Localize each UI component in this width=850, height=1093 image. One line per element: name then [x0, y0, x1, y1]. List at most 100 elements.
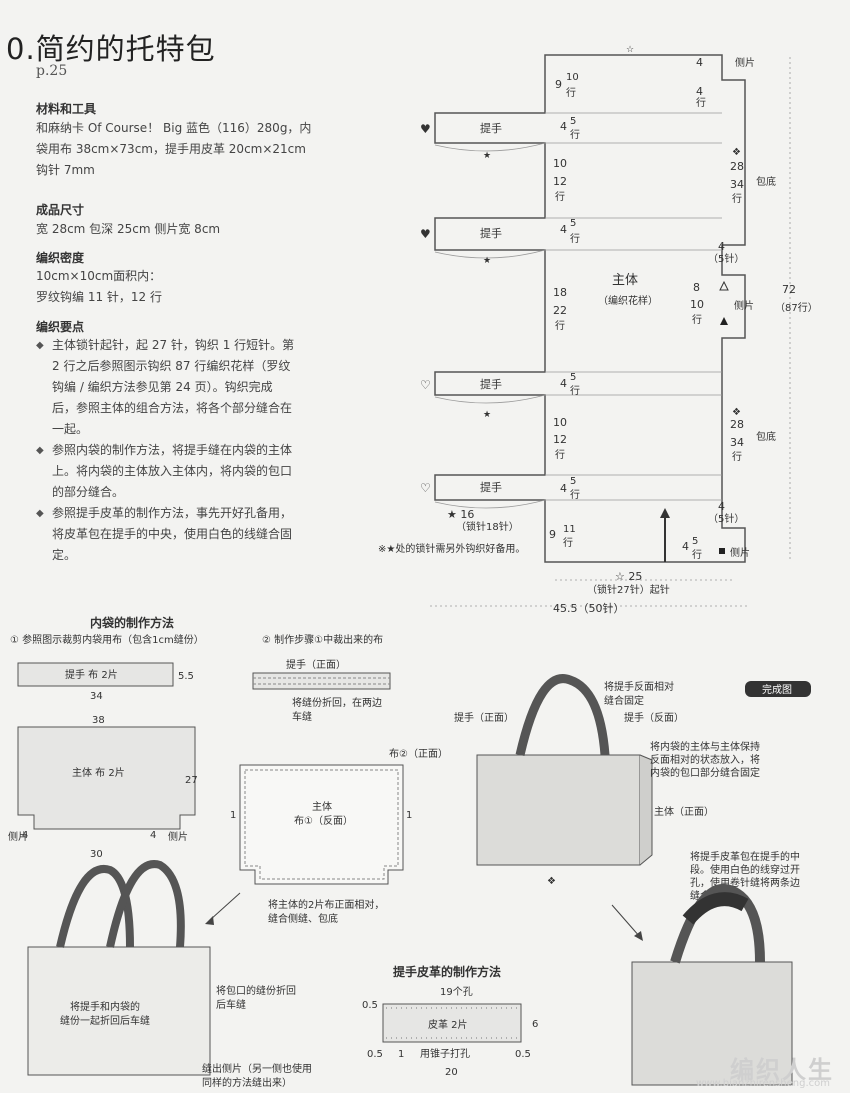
count: 4 [682, 540, 689, 553]
handle-label: 提手 [480, 480, 502, 494]
dim-30: 30 [90, 849, 103, 860]
note-item: 主体锁针起针，起 27 针，钩织 1 行短针。第 2 行之后参照图示钩织 87 … [36, 335, 296, 440]
count: 5 [570, 116, 576, 127]
count: 4 [560, 377, 567, 390]
finished-bag [476, 754, 641, 866]
notes-list: 主体锁针起针，起 27 针，钩织 1 行短针。第 2 行之后参照图示钩织 87 … [36, 335, 296, 566]
handle-piece [17, 662, 174, 687]
finished-bag-final [631, 961, 793, 1086]
notes-heading: 编织要点 [36, 320, 85, 334]
finished-diagram: 完成图 将提手反面相对 缝合固定 提手（正面） 提手（反面） 将内袋的主体与主体… [454, 674, 811, 1086]
materials-text: 和麻纳卡 Of Course！ Big 蓝色（116）280g，内 袋用布 38… [36, 118, 311, 181]
marker-icon: ❖ [732, 407, 741, 418]
count: 4 [696, 56, 703, 69]
holes-label: 19个孔 [440, 986, 473, 998]
count: 5 [570, 218, 576, 229]
count: 5 [570, 476, 576, 487]
leather-note: 孔，使用卷针缝将两条边 [690, 876, 800, 889]
stitch-25: ☆ 25 [615, 570, 642, 583]
dim-34: 34 [90, 691, 103, 702]
count: 4 [560, 482, 567, 495]
star-icon: ★ [483, 151, 491, 161]
dim-1: 1 [398, 1049, 404, 1060]
side-label: 侧片 [730, 546, 750, 559]
note: ※★处的锁针需另外钩织好备用。 [378, 542, 525, 555]
handle-label: 提手 [480, 226, 502, 240]
materials-line: 和麻纳卡 Of Course！ Big 蓝色（116）280g，内 [36, 121, 312, 135]
side-label: 侧片 [168, 830, 188, 843]
row-unit: 行 [732, 192, 742, 205]
triangle-marker [720, 317, 728, 325]
dim-05: 0.5 [367, 1049, 383, 1060]
heart-outline-icon: ♡ [420, 481, 431, 495]
main-cloth-label: 主体 [312, 801, 332, 813]
stitch-count: （5针） [708, 252, 744, 265]
row-unit: 行 [692, 548, 702, 561]
punch-label: 用锥子打孔 [420, 1047, 470, 1060]
mouth-fold-note: 将包口的缝份折回 [216, 984, 296, 997]
count: 10 [553, 157, 567, 170]
page-title: 0.简约的托特包 [6, 32, 216, 66]
handle-sew-note: 将提手和内袋的 [70, 1000, 140, 1013]
mouth-fold-note: 后车缝 [216, 998, 246, 1011]
side-label: 侧片 [734, 299, 754, 312]
handle-front-label: 提手（正面） [454, 711, 514, 724]
triangle-outline-marker [719, 280, 729, 291]
row-unit: 行 [570, 488, 580, 501]
heart-icon: ♥ [420, 227, 431, 241]
count: 28 [730, 160, 744, 173]
row-unit: 行 [555, 190, 565, 203]
count: 4 [718, 500, 725, 513]
row-unit: 行 [555, 448, 565, 461]
lining-step2: ② 制作步骤①中裁出来的布 [262, 633, 383, 646]
leather-piece-label: 皮革 2片 [428, 1018, 468, 1031]
handle-front-label: 提手（正面） [286, 658, 346, 671]
bottom-label: 包底 [756, 430, 776, 443]
count: 28 [730, 418, 744, 431]
dim-1: 1 [406, 810, 412, 821]
materials-heading: 材料和工具 [36, 102, 97, 116]
finished-badge: 完成图 [762, 683, 792, 696]
materials-line: 袋用布 38cm×73cm，提手用皮革 20cm×21cm [36, 142, 306, 156]
cloth-piece [239, 764, 404, 885]
handle-back-label: 提手（反面） [624, 711, 684, 724]
count: 10 [690, 298, 704, 311]
leather-heading: 提手皮革的制作方法 [393, 964, 501, 979]
dim-6: 6 [532, 1019, 538, 1030]
dim-4: 4 [150, 830, 156, 841]
handle-piece-label: 提手 布 2片 [65, 668, 118, 681]
count: 22 [553, 304, 567, 317]
gauge-line: 10cm×10cm面积内： [36, 269, 162, 283]
star-icon: ★ [483, 256, 491, 266]
handle-strip [252, 672, 391, 690]
total-rows: （87行） [775, 301, 818, 314]
count: 8 [693, 281, 700, 294]
count: 12 [553, 433, 567, 446]
cloth-back-label: 布①（反面） [294, 815, 353, 827]
row-unit: 行 [732, 450, 742, 463]
marker-icon: ❖ [547, 876, 556, 887]
pattern-label: （编织花样） [598, 294, 658, 307]
gauge-line: 罗纹钩编 11 针，12 行 [36, 290, 162, 304]
leather-piece [382, 1003, 522, 1043]
total-count: 72 [782, 283, 796, 296]
gauge-text: 10cm×10cm面积内： 罗纹钩编 11 针，12 行 [36, 266, 162, 308]
chain-27: （锁针27针）起针 [587, 583, 670, 596]
count: 4 [718, 240, 725, 253]
note-item: 参照内袋的制作方法，将提手缝在内袋的主体上。将内袋的主体放入主体内，将内袋的包口… [36, 440, 296, 503]
row-unit: 行 [570, 384, 580, 397]
note-item: 参照提手皮革的制作方法，事先开好孔备用，将皮革包在提手的中央，使用白色的线缝合固… [36, 503, 296, 566]
main-label: 主体 [612, 273, 638, 288]
star-outline-icon: ☆ [626, 45, 634, 55]
bottom-label: 包底 [756, 175, 776, 188]
size-heading: 成品尺寸 [36, 203, 85, 217]
count: 34 [730, 436, 744, 449]
handle-label: 提手 [480, 377, 502, 391]
materials-line: 钩针 7mm [36, 163, 95, 177]
lining-diagram: 内袋的制作方法 ① 参照图示裁剪内袋用布（包含1cm缝份） ② 制作步骤①中裁出… [8, 615, 448, 1089]
main-piece-label: 主体 布 2片 [72, 766, 125, 779]
dim-27: 27 [185, 775, 198, 786]
count: 4 [560, 223, 567, 236]
stitch-16: ★ 16 [447, 508, 474, 521]
sew-note: 缝合侧缝、包底 [268, 912, 338, 925]
